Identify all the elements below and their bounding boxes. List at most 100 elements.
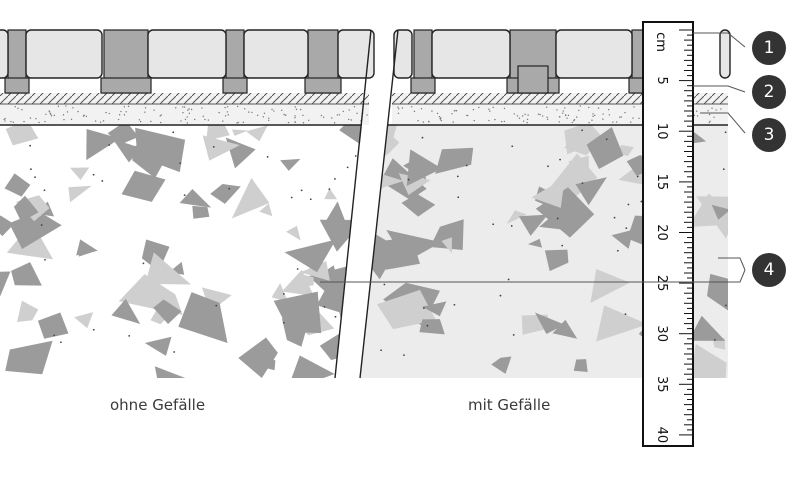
- paving-stones-left: [0, 29, 375, 124]
- ruler-label: 15: [654, 174, 669, 191]
- paving-stone: [431, 29, 511, 79]
- aggregate-fragment: [154, 366, 188, 378]
- aggregate-fragment: [539, 199, 587, 231]
- paving-stone: [0, 29, 9, 79]
- aggregate-fragment: [112, 138, 142, 163]
- aggregate-fragment: [586, 127, 624, 169]
- aggregate-fragment: [575, 177, 607, 206]
- aggregate-fragment: [271, 283, 288, 302]
- aggregate-fragment: [435, 147, 474, 174]
- aggregate-fragment: [132, 145, 172, 179]
- aggregate-fragment: [179, 189, 212, 208]
- aggregate-fragment: [707, 273, 728, 313]
- aggregate-fragment: [78, 245, 96, 257]
- joint-detail: [517, 65, 549, 94]
- ruler-label: 35: [654, 376, 669, 393]
- aggregate-fragment: [419, 319, 445, 335]
- aggregate-fragment: [13, 195, 39, 222]
- aggregate-fragment: [324, 188, 338, 200]
- aggregate-fragment: [111, 298, 141, 324]
- ruler-label: 10: [654, 123, 669, 140]
- aggregate-fragment: [506, 210, 527, 224]
- aggregate-fragment: [406, 149, 442, 186]
- callout-3: 3: [752, 118, 786, 152]
- aggregate-fragment: [398, 173, 431, 195]
- hatch-layer-right: [392, 93, 728, 104]
- aggregate-fragment: [86, 129, 121, 161]
- ruler-label: 30: [654, 325, 669, 342]
- ruler-label: 25: [654, 275, 669, 292]
- caption-without-slope: ohne Gefälle: [110, 396, 206, 414]
- aggregate-fragment: [518, 214, 548, 236]
- aggregate-fragment: [5, 340, 53, 375]
- paving-stone: [147, 29, 227, 79]
- aggregate-fragment: [238, 337, 278, 378]
- paving-stone: [393, 29, 413, 79]
- aggregate-fragment: [280, 158, 301, 171]
- aggregate-fragment: [231, 129, 248, 136]
- hatch-layer-left: [0, 93, 369, 104]
- paving-stones-right: [393, 29, 731, 124]
- aggregate-fragment: [401, 193, 436, 217]
- callout-1: 1: [752, 31, 786, 65]
- aggregate-fragment: [711, 204, 728, 220]
- aggregate-fragment: [121, 170, 166, 202]
- aggregate-fragment: [377, 289, 436, 330]
- aggregate-fragment: [210, 184, 241, 204]
- aggregate-fragment: [568, 155, 589, 171]
- aggregate-fragment: [107, 125, 139, 145]
- aggregate-fragment: [688, 315, 726, 341]
- aggregate-fragment: [37, 312, 69, 339]
- aggregate-fragment: [422, 301, 447, 317]
- aggregate-fragment: [690, 344, 727, 378]
- aggregate-fragment: [153, 299, 182, 324]
- aggregate-fragment: [441, 237, 452, 254]
- aggregate-fragment: [273, 291, 322, 334]
- aggregate-fragment: [491, 356, 512, 374]
- paving-stone: [555, 29, 633, 79]
- aggregate-fragment: [528, 238, 543, 248]
- callout-leaders: [320, 32, 746, 283]
- ruler-unit-label: cm: [653, 32, 668, 52]
- aggregate-fragment: [70, 167, 90, 180]
- left-section: [0, 29, 375, 379]
- paving-stone: [243, 29, 309, 79]
- aggregate-fragment: [0, 215, 14, 237]
- aggregate-fragment: [4, 173, 31, 197]
- base-layer-right: [360, 125, 728, 378]
- aggregate-fragment: [323, 201, 348, 229]
- aggregate-fragment: [202, 135, 240, 161]
- aggregate-fragment: [68, 185, 92, 203]
- aggregate-fragment: [286, 225, 301, 241]
- aggregate-fragment: [11, 262, 42, 286]
- paving-stone: [25, 29, 103, 79]
- aggregate-fragment: [5, 125, 39, 146]
- aggregate-fragment: [145, 252, 191, 285]
- aggregate-fragment: [17, 300, 39, 322]
- aggregate-fragment: [206, 125, 230, 141]
- aggregate-fragment: [281, 269, 314, 297]
- aggregate-fragment: [286, 355, 335, 378]
- aggregate-fragment: [259, 203, 273, 217]
- aggregate-fragment: [552, 319, 578, 339]
- aggregate-fragment: [144, 336, 172, 356]
- aggregate-fragment: [386, 230, 442, 263]
- aggregate-fragment: [573, 359, 588, 372]
- aggregate-fragment: [596, 305, 648, 342]
- ruler-label: 5: [654, 76, 669, 84]
- aggregate-fragment: [531, 178, 565, 208]
- aggregate-fragment: [0, 271, 11, 296]
- aggregate-fragment: [192, 205, 210, 219]
- aggregate-fragment: [544, 249, 569, 272]
- ruler-label: 20: [654, 224, 669, 241]
- aggregate-fragment: [298, 273, 314, 288]
- aggregate-fragment: [246, 125, 268, 142]
- aggregate-fragment: [611, 229, 634, 249]
- paving-stone: [337, 29, 375, 79]
- caption-with-slope: mit Gefälle: [468, 396, 551, 414]
- aggregate-fragment: [350, 125, 362, 145]
- aggregate-fragment: [284, 239, 336, 273]
